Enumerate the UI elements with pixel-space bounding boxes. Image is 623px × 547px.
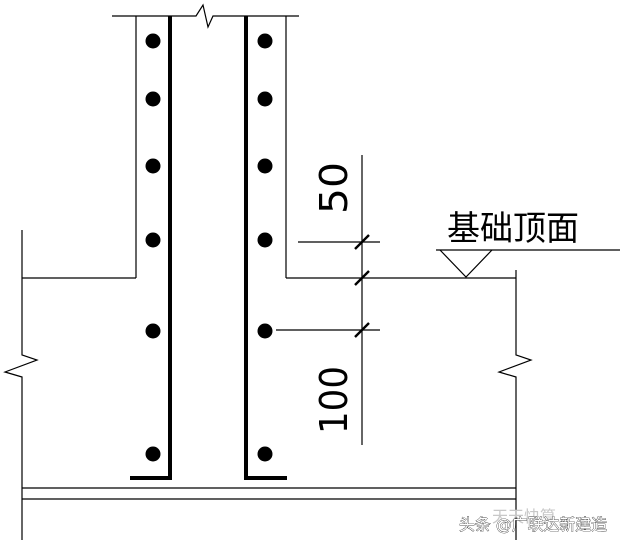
rebar-right (244, 16, 287, 480)
rebar-dot (257, 323, 273, 339)
dimension-label-100: 100 (312, 366, 356, 434)
rebar-dot (145, 33, 161, 49)
dimension-tick (354, 322, 370, 338)
foundation-left-edge (3, 230, 39, 540)
dimension-label-50: 50 (312, 162, 356, 214)
rebar-dots (145, 33, 273, 462)
rebar-dot (257, 446, 273, 462)
longitudinal-rebars (130, 16, 287, 480)
foundation-top-label: 基础顶面 (447, 209, 579, 249)
rebar-dot (257, 232, 273, 248)
rebar-dot (145, 446, 161, 462)
watermark-faint-text: 天天快算 (492, 507, 556, 526)
concrete-outline (3, 3, 620, 540)
column-top-break-line (112, 3, 299, 29)
rebar-dot (145, 91, 161, 107)
dimension-tick (354, 270, 370, 286)
rebar-dot (145, 323, 161, 339)
foundation-right-edge (497, 270, 533, 540)
watermark-main-text: 头条 @广联达新建造 (459, 515, 607, 534)
rebar-dot (257, 33, 273, 49)
watermark: 天天快算 头条 @广联达新建造 (459, 507, 608, 534)
elevation-triangle (439, 249, 493, 278)
rebar-dot (257, 91, 273, 107)
rebar-dot (145, 158, 161, 174)
rebar-left (130, 16, 172, 480)
dimension-tick (354, 234, 370, 250)
rebar-dot (145, 232, 161, 248)
dimension-ticks (354, 234, 370, 338)
rebar-dot (257, 158, 273, 174)
